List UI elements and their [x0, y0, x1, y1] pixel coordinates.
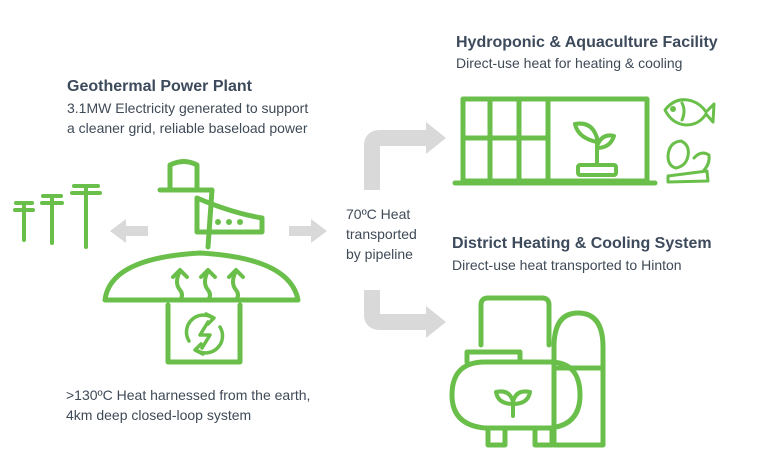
district-title: District Heating & Cooling System — [452, 235, 712, 252]
heat-source-line2: 4km deep closed-loop system — [66, 407, 252, 423]
hydroponic-subtitle: Direct-use heat for heating & cooling — [456, 55, 683, 71]
tank-sprout-icon — [494, 389, 532, 418]
hydroponic-title: Hydroponic & Aquaculture Facility — [456, 34, 718, 51]
power-line-tower-icon — [13, 184, 102, 249]
arrow-up-to-hydroponic — [364, 130, 428, 190]
geothermal-title: Geothermal Power Plant — [67, 78, 252, 95]
transport-line1: 70ºC Heat — [346, 206, 411, 222]
recycle-lightning-icon — [184, 312, 225, 356]
arrow-left-to-grid — [110, 219, 148, 243]
geothermal-desc-line2: a cleaner grid, reliable baseload power — [67, 120, 308, 136]
greenhouse-icon — [452, 96, 658, 186]
heat-source-line1: >130ºC Heat harnessed from the earth, — [66, 387, 311, 403]
power-plant-icon — [102, 159, 301, 365]
arrow-right-to-pipeline — [289, 219, 327, 243]
geothermal-desc-line1: 3.1MW Electricity generated to support — [67, 100, 309, 116]
transport-line3: by pipeline — [346, 246, 413, 262]
arrow-down-head — [426, 306, 446, 338]
arrow-up-head — [426, 122, 446, 154]
heat-up-arrows-icon — [171, 268, 245, 302]
arrow-down-to-district — [364, 290, 428, 330]
heating-tank-icon — [449, 295, 606, 448]
plant-window-dots — [215, 219, 243, 225]
fish-icon — [663, 98, 716, 127]
vegetables-icon — [666, 139, 711, 184]
transport-line2: transported — [346, 226, 417, 242]
plant-sprout-icon — [573, 121, 618, 177]
district-subtitle: Direct-use heat transported to Hinton — [452, 257, 682, 273]
